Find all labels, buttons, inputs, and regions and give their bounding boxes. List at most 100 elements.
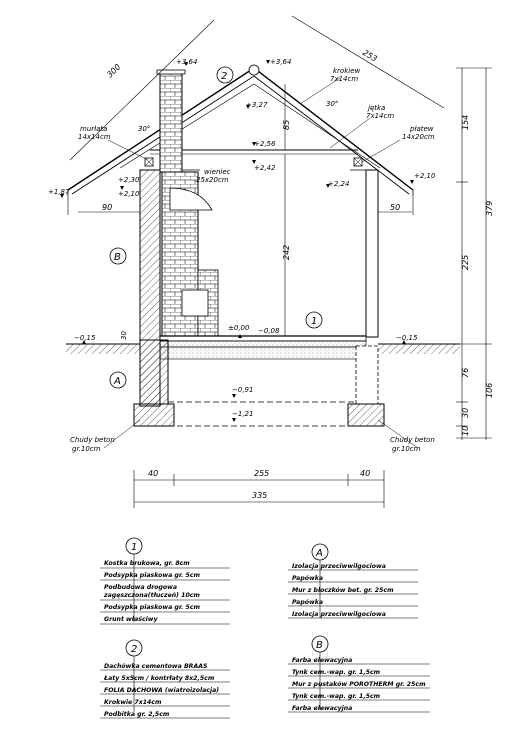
marker-B: [109, 247, 127, 265]
bottom-dimension-chains: [133, 470, 385, 508]
legend-A-row-4: Papówka: [292, 598, 323, 606]
level-right-eave: +2,10: [414, 172, 436, 180]
ridge-cap: [248, 64, 260, 76]
legend-B-row-4: Tynk cem.-wap. gr. 1,5cm: [292, 693, 381, 700]
legend-B: B Farba elewacyjna Tynk cem.-wap. gr. 1,…: [288, 635, 430, 713]
label-krokiew: krokiew: [333, 67, 361, 75]
leader-lines: [103, 77, 419, 449]
dim-eave-left: 90: [102, 203, 112, 212]
drawing-labels: 300 253 30° 30° +3,64 +3,64 +3,27 +2,56 …: [48, 48, 494, 500]
marker-2-label: 2: [221, 71, 227, 82]
chudy-right-gr: gr.10cm: [392, 445, 421, 453]
roof-outer-line: [67, 67, 414, 191]
label-wieniec: wieniec: [204, 168, 231, 176]
section-markers: [109, 66, 323, 389]
dim-154: 154: [461, 115, 470, 130]
roof-inner-line: [71, 75, 410, 195]
marker-A-label: A: [113, 376, 121, 387]
legend-2-row-4: Krokwie 7x14cm: [104, 699, 162, 706]
level-floor-sub: −0,08: [258, 327, 280, 335]
label-jetka: jętka: [367, 104, 385, 112]
chudy-right: Chudy beton: [390, 436, 435, 444]
level-left-wall-plate: +2,10: [118, 190, 140, 198]
level-collar-top: +2,56: [254, 140, 276, 148]
dim-30-left: 30: [120, 331, 128, 340]
roof-rafter-line: [119, 83, 381, 169]
legend-2-row-3: FOLIA DACHOWA (wiatroizolacja): [104, 686, 219, 694]
legend-B-row-5: Farba elewacyjna: [292, 705, 352, 712]
ground: [66, 343, 460, 354]
marker-2: [216, 66, 234, 84]
label-krokiew-size: 7x14cm: [330, 75, 358, 83]
chimney: [156, 69, 219, 338]
dim-roof-right: 253: [361, 48, 379, 64]
legend-1-row-1: Kostka brukowa, gr. 8cm: [104, 559, 190, 567]
dim-225: 225: [461, 255, 470, 270]
dim-242: 242: [282, 245, 291, 260]
dim-30-right: 30: [461, 408, 470, 418]
inner-dimensions: [67, 84, 414, 337]
angle-right: 30°: [326, 100, 338, 108]
dim-eave-right: 50: [390, 203, 400, 212]
chudy-left: Chudy beton: [70, 436, 115, 444]
level-left-eave: +1,87: [48, 188, 70, 196]
label-jetka-size: 7x14cm: [366, 112, 394, 120]
level-left-wall-top: +2,30: [118, 176, 140, 184]
legend-1-row-6: Grunt właściwy: [104, 615, 158, 623]
legend-2: 2 Dachówka cementowa BRAAS Łaty 5x5cm / …: [100, 639, 230, 719]
stove-opening: [181, 289, 209, 317]
label-platew-size: 14x20cm: [402, 133, 435, 141]
level-chimney-top: +3,64: [176, 58, 197, 66]
foundation-left: [139, 339, 169, 405]
level-right-wall-inner: +2,24: [328, 180, 349, 188]
legend-A-row-3: Mur z bloczków bet. gr. 25cm: [292, 586, 394, 594]
floor-slab: [159, 335, 367, 360]
dim-bottom-total: 335: [252, 491, 267, 500]
marker-1-label: 1: [311, 316, 317, 327]
dim-bottom-255: 255: [254, 469, 269, 478]
chudy-left-gr: gr.10cm: [72, 445, 101, 453]
legend-1-row-4: zagęszczona(tłuczeń) 10cm: [103, 591, 200, 599]
label-wieniec-size: 25x20cm: [196, 176, 229, 184]
foundation-right: [355, 345, 379, 405]
legend-1-row-2: Podsypka piaskowa gr. 5cm: [104, 572, 200, 579]
label-murlata-size: 14x14cm: [78, 133, 111, 141]
marker-B-label: B: [114, 252, 121, 263]
label-murlata: murłata: [80, 125, 107, 133]
legend-A: A Izolacja przeciwwilgociowa Papówka Mur…: [288, 543, 418, 619]
dim-10: 10: [461, 426, 470, 436]
legend-A-row-5: Izolacja przeciwwilgociowa: [292, 611, 386, 618]
right-dimension-chain: [456, 67, 492, 440]
angle-left: 30°: [138, 125, 150, 133]
legend-B-row-3: Mur z pustaków POROTHERM gr. 25cm: [292, 680, 426, 688]
legend-B-row-1: Farba elewacyjna: [292, 657, 352, 664]
legend-1-row-3: Podbudowa drogowa: [104, 584, 177, 591]
dim-bottom-40a: 40: [148, 469, 158, 478]
dim-bottom-40b: 40: [360, 469, 370, 478]
legend-B-marker: B: [316, 640, 323, 651]
legend-A-row-1: Izolacja przeciwwilgociowa: [292, 563, 386, 570]
dim-106: 106: [485, 383, 494, 398]
dim-roof-left: 300: [105, 62, 122, 79]
label-platew: płatew: [409, 125, 434, 133]
marker-A: [109, 371, 127, 389]
legend-2-row-5: Podbitka gr. 2,5cm: [104, 710, 170, 718]
level-ground-right: −0,15: [396, 334, 418, 342]
level-foundation-bottom: −1,21: [232, 410, 253, 418]
legend-1-row-5: Podsypka piaskowa gr. 5cm: [104, 604, 200, 611]
level-foundation-top: −0,91: [232, 386, 253, 394]
legend-A-row-2: Papówka: [292, 574, 323, 582]
level-floor: ±0,00: [228, 324, 250, 332]
level-ridge-inner: +3,27: [246, 101, 268, 109]
legend-1-marker: 1: [131, 542, 137, 553]
dim-379: 379: [485, 201, 494, 216]
right-wall: [365, 169, 379, 338]
legend-1: 1 Kostka brukowa, gr. 8cm Podsypka piask…: [100, 537, 230, 625]
foundations: [133, 339, 385, 427]
legend-A-marker: A: [315, 548, 323, 559]
marker-1: [305, 311, 323, 329]
legend-2-row-1: Dachówka cementowa BRAAS: [104, 662, 208, 670]
roof-dimension-lines: [69, 15, 445, 161]
stove-hood: [169, 187, 213, 211]
